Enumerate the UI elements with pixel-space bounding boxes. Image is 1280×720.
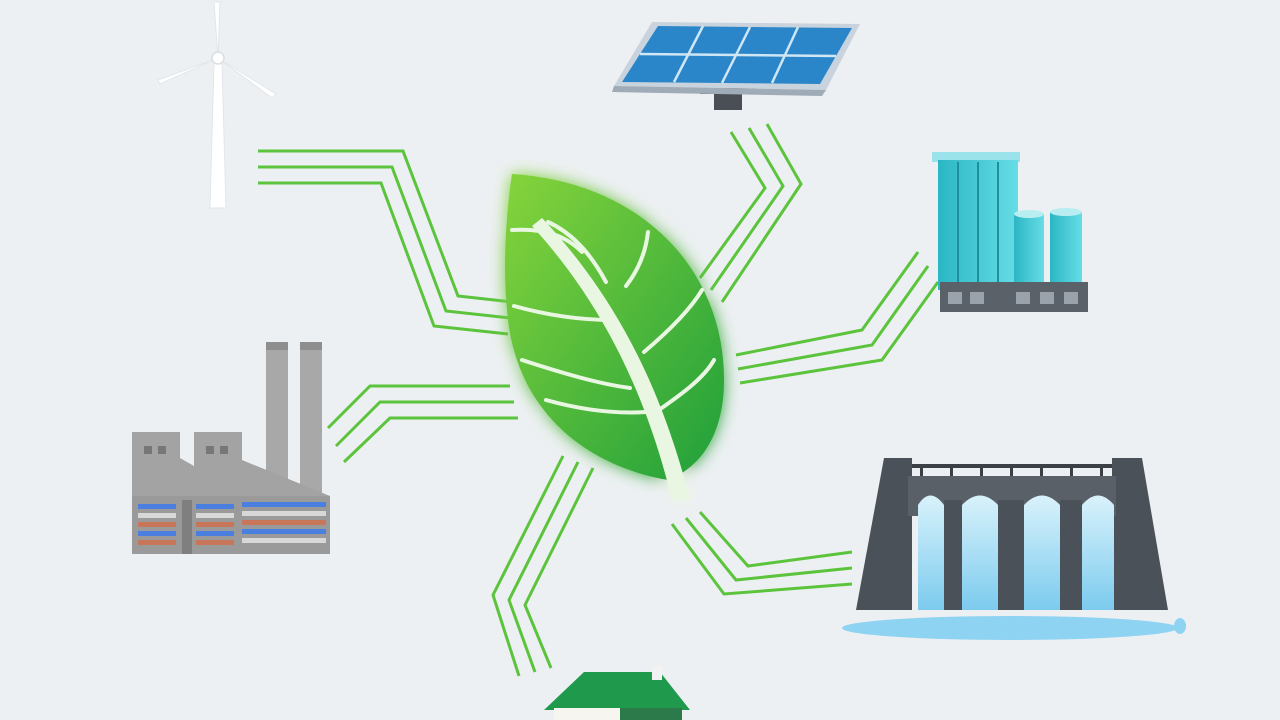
- connectors: [258, 123, 940, 677]
- connector-solar: [698, 123, 803, 303]
- connector-house: [491, 455, 595, 677]
- hydro-dam-icon: [842, 458, 1186, 640]
- city-buildings-icon: [932, 152, 1088, 312]
- factory-icon: [132, 342, 330, 554]
- leaf-icon: [505, 174, 724, 500]
- connector-dam: [670, 511, 853, 596]
- connector-wind: [258, 149, 513, 336]
- solar-panel-icon: [612, 22, 860, 110]
- connector-factory: [326, 384, 518, 464]
- connector-buildings: [735, 251, 940, 385]
- wind-turbine-icon: [157, 1, 277, 209]
- house-icon: [544, 666, 690, 720]
